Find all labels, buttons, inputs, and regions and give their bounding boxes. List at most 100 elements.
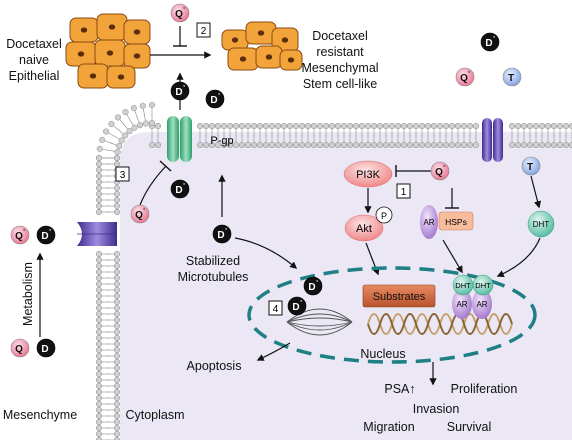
phospholipid (454, 122, 462, 136)
phospholipid (316, 135, 324, 149)
epithelial-cell (123, 19, 151, 45)
phospholipid (394, 135, 402, 149)
svg-text:': ' (183, 7, 185, 14)
phospholipid (107, 190, 121, 198)
naive-label-line2: naive (19, 53, 49, 67)
phospholipid (292, 122, 300, 136)
svg-text:D: D (292, 302, 299, 313)
phospholipid (108, 120, 120, 131)
ar-dht-dimer: AR AR DHT DHT (452, 274, 494, 319)
phospholipid (442, 135, 450, 149)
svg-text:D: D (41, 344, 48, 355)
testosterone-molecule: T (521, 156, 541, 176)
resistant-label-line1: Docetaxel (312, 29, 368, 43)
phospholipid (95, 310, 109, 318)
phospholipid (122, 123, 133, 135)
svg-text:': ' (183, 85, 185, 92)
phospholipid (142, 113, 149, 127)
svg-text:D: D (175, 185, 182, 196)
phospholipid (424, 135, 432, 149)
svg-text:2: 2 (201, 26, 207, 37)
epithelial-cell (255, 45, 283, 69)
epithelial-cell (227, 47, 259, 71)
phospholipid (107, 376, 121, 384)
spindle-icon (286, 308, 353, 336)
phospholipid (448, 122, 456, 136)
phospholipid (322, 135, 330, 149)
phospholipid (310, 122, 318, 136)
dht-to-nucleus-arrow (496, 237, 541, 277)
phospholipid (154, 122, 162, 136)
phospholipid (238, 122, 246, 136)
phospholipid (400, 122, 408, 136)
phospholipid (328, 135, 336, 149)
q-molecule: Q' (430, 161, 450, 181)
cytoplasm-label: Cytoplasm (125, 408, 184, 422)
epithelial-cell (279, 49, 303, 71)
svg-text:T: T (508, 73, 514, 84)
mesenchyme-label: Mesenchyme (3, 408, 77, 422)
phospholipid (109, 142, 123, 150)
phospholipid (508, 122, 516, 136)
phospholipid (430, 122, 438, 136)
phospholipid (298, 135, 306, 149)
svg-text:Q: Q (15, 344, 23, 355)
phospholipid (460, 122, 468, 136)
phospholipid (107, 322, 121, 330)
survival-label: Survival (447, 420, 491, 434)
svg-text:': ' (183, 183, 185, 190)
phospholipid (358, 122, 366, 136)
q-molecule: Q' (10, 225, 30, 245)
phospholipid (424, 122, 432, 136)
svg-text:Q: Q (435, 167, 443, 178)
apoptosis-label: Apoptosis (187, 359, 242, 373)
svg-text:': ' (300, 300, 302, 307)
svg-text:Substrates: Substrates (373, 291, 426, 303)
invasion-label: Invasion (413, 402, 460, 416)
phospholipid (136, 115, 144, 129)
phospholipid (95, 196, 109, 204)
phospholipid (472, 122, 480, 136)
phospholipid (95, 160, 109, 168)
phospholipid (107, 388, 121, 396)
svg-text:AR: AR (456, 300, 467, 309)
phospholipid (520, 135, 528, 149)
phospholipid (107, 304, 121, 312)
akt-node: Akt (344, 214, 384, 242)
phospholipid (526, 122, 534, 136)
phospholipid (526, 135, 534, 149)
phospholipid (202, 122, 210, 136)
phospholipid (310, 135, 318, 149)
phospholipid (99, 136, 112, 144)
phospholipid (406, 135, 414, 149)
phospholipid (232, 122, 240, 136)
phospholipid (340, 135, 348, 149)
phospholipid (448, 135, 456, 149)
step-box-1: 1 (396, 183, 411, 199)
phospholipid (107, 352, 121, 360)
phospholipid (466, 122, 474, 136)
nucleus-label: Nucleus (360, 347, 405, 361)
phospholipid (95, 412, 109, 420)
phospholipid (107, 358, 121, 366)
phospholipid (95, 256, 109, 264)
phospholipid (103, 128, 115, 137)
svg-text:D: D (175, 87, 182, 98)
phospholipid (196, 122, 204, 136)
q-molecule: Q' (455, 67, 475, 87)
phospholipid (562, 122, 570, 136)
phospholipid (107, 406, 121, 414)
phospholipid (544, 122, 552, 136)
svg-text:D: D (217, 230, 224, 241)
phospholipid (352, 122, 360, 136)
phospholipid (544, 135, 552, 149)
phospholipid (107, 286, 121, 294)
phospholipid (382, 122, 390, 136)
phospholipid (352, 135, 360, 149)
svg-text:': ' (316, 280, 318, 287)
dna-helix-icon (367, 313, 513, 335)
epithelial-cell (65, 41, 97, 67)
svg-text:T: T (527, 162, 533, 173)
